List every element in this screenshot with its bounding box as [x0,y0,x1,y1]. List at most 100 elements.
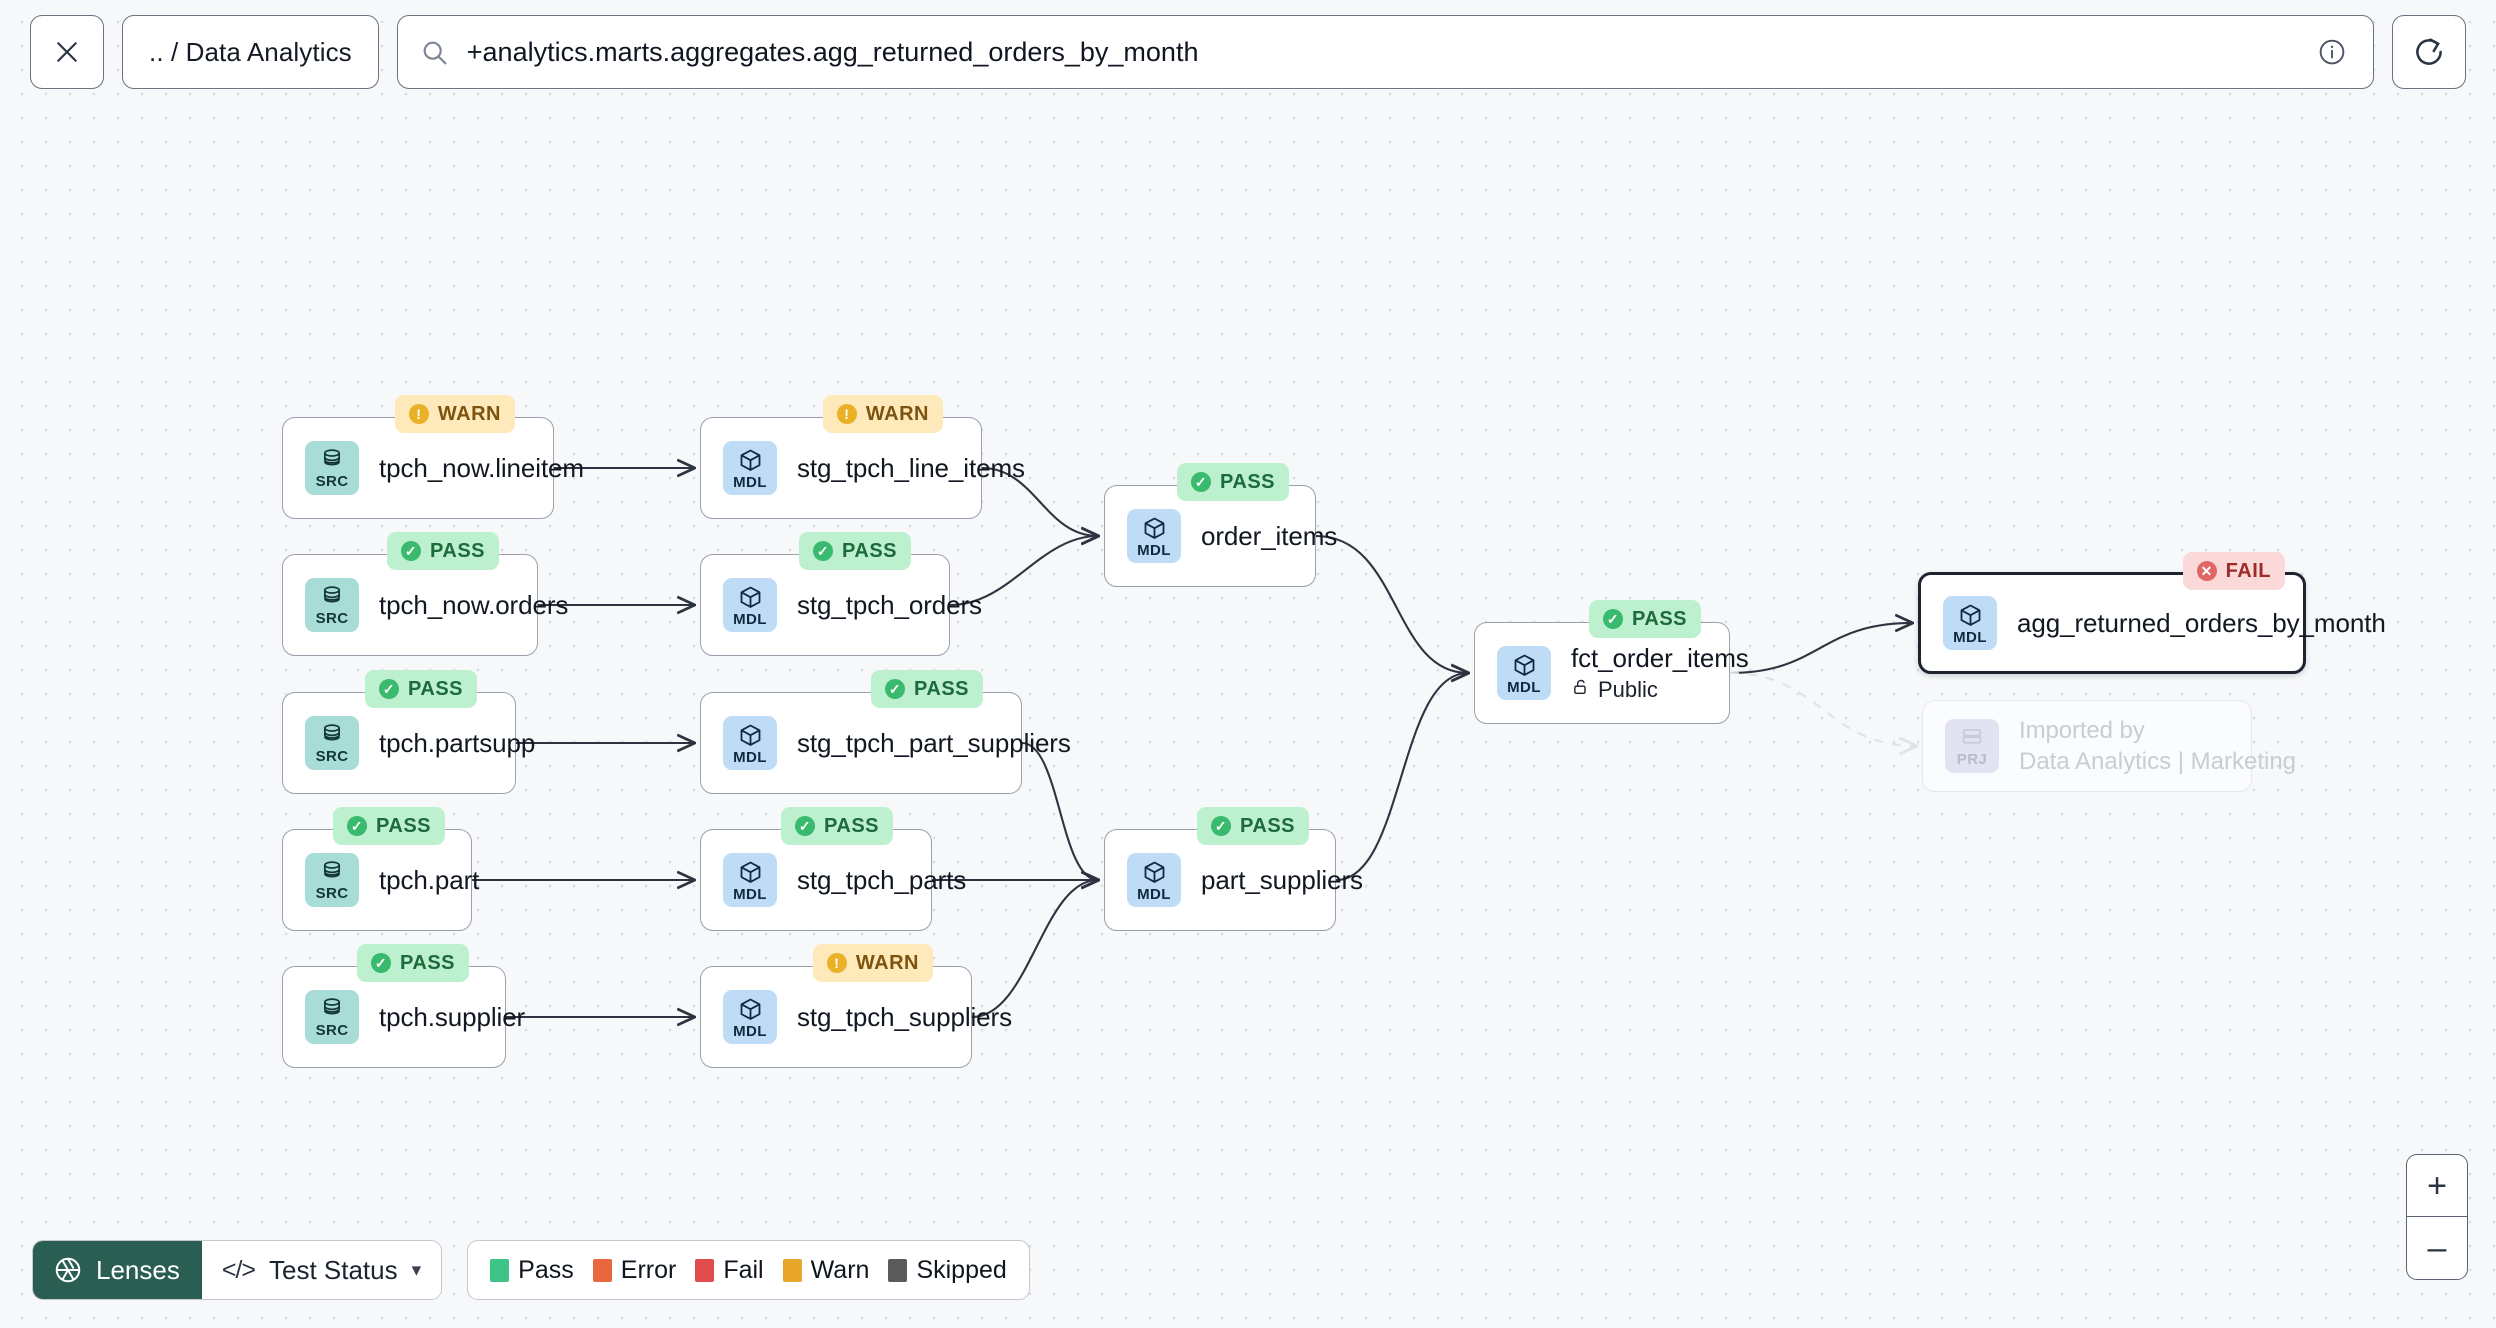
prj-type-icon: PRJ [1945,719,1999,773]
status-badge-label: WARN [855,951,919,974]
status-dot-icon: ✓ [813,541,834,561]
node-title: tpch.part [379,864,480,895]
node-type-label: SRC [315,885,349,902]
node-subtitle: Public [1571,677,1729,703]
status-dot-icon: ✓ [347,816,368,836]
node-text-group: tpch.supplier [379,1001,526,1033]
status-dot-icon: ! [408,404,429,424]
zoom-in-label: + [2427,1166,2447,1205]
node-title: stg_tpch_part_suppliers [797,727,1071,758]
mdl-type-icon: MDL [723,441,777,495]
search-icon [423,41,447,64]
status-badge-label: PASS [1240,814,1295,837]
close-icon [57,42,77,62]
status-badge-label: WARN [865,402,929,425]
search-bar[interactable]: +analytics.marts.aggregates.agg_returned… [396,15,2374,89]
legend-item-skipped[interactable]: Skipped [888,1255,1007,1285]
node-type-label: MDL [1137,885,1171,903]
node-text-group: agg_returned_orders_by_month [2017,607,2386,639]
node-title: stg_tpch_line_items [797,452,1025,483]
src-type-icon: SRC [305,853,359,907]
node-title: agg_returned_orders_by_month [2017,607,2386,638]
status-badge-label: PASS [842,539,897,562]
mdl-type-icon: MDL [1497,646,1551,700]
zoom-in-button[interactable]: + [2407,1155,2467,1217]
legend-label: Skipped [916,1255,1007,1284]
status-badge: ✓PASS [871,670,983,708]
node-type-label: MDL [1507,678,1541,696]
node-type-label: SRC [315,748,349,765]
lenses-button[interactable]: Lenses [33,1241,202,1299]
legend-swatch [695,1258,715,1282]
zoom-controls: + – [2406,1154,2468,1280]
test-status-dropdown[interactable]: </> Test Status ▾ [201,1241,442,1299]
code-icon: </> [221,1255,256,1284]
chevron-down-icon: ▾ [411,1259,422,1281]
status-badge: ✕FAIL [2182,552,2285,590]
status-badge: ✓PASS [1177,463,1289,501]
status-badge-label: PASS [1632,607,1687,630]
unlock-icon [1571,677,1591,703]
zoom-out-button[interactable]: – [2407,1217,2467,1279]
status-badge-label: PASS [376,814,431,837]
legend-item-warn[interactable]: Warn [782,1256,869,1285]
legend-item-error[interactable]: Error [592,1256,676,1285]
graph-node-order_items[interactable]: MDL order_items ✓PASS [1104,463,1338,587]
refresh-button[interactable] [2392,15,2466,89]
node-text-group: tpch_now.lineitem [379,453,584,484]
legend-swatch [592,1258,612,1282]
search-input[interactable]: +analytics.marts.aggregates.agg_returned… [466,36,1199,67]
node-type-label: MDL [733,473,767,491]
src-type-icon: SRC [305,441,359,495]
mdl-type-icon: MDL [723,716,777,770]
node-text-group: tpch.part [379,864,480,896]
node-title: fct_order_items [1571,643,1749,673]
graph-node-stg_tpch_orders[interactable]: MDL stg_tpch_orders ✓ PASS [700,532,982,656]
graph-node-tpch_part[interactable]: SRC tpch.part ✓ PASS [282,807,480,931]
status-badge: ✓PASS [781,807,893,845]
status-badge: ! WARN [812,944,933,982]
legend-item-fail[interactable]: Fail [695,1256,764,1285]
node-title: stg_tpch_orders [797,589,982,620]
status-badge-label: PASS [408,677,463,700]
mdl-type-icon: MDL [1127,853,1181,907]
node-type-label: SRC [315,610,349,627]
status-badge: ✓PASS [1589,600,1701,638]
src-type-icon: SRC [305,716,359,770]
status-badge: ✓PASS [1197,807,1309,845]
close-button[interactable] [30,15,104,89]
info-icon[interactable] [2317,37,2347,67]
test-status-label: Test Status [269,1254,398,1285]
node-type-label: MDL [1137,541,1171,559]
status-dot-icon: ! [826,953,847,973]
status-dot-icon: ✓ [371,953,392,973]
node-type-label: MDL [733,610,767,628]
node-title: tpch.supplier [379,1001,526,1032]
legend-swatch [888,1258,908,1282]
status-dot-icon: ✓ [885,679,906,699]
node-title: order_items [1201,520,1338,551]
node-text-group: stg_tpch_orders [797,589,982,621]
legend-swatch [782,1258,802,1282]
lenses-label: Lenses [96,1254,180,1285]
status-badge-label: FAIL [2225,559,2271,582]
graph-node-stg_tpch_part_suppliers[interactable]: MDL stg_tpch_part_suppliers ✓PASS [700,670,1071,794]
status-badge-label: PASS [1220,470,1275,493]
legend-item-pass[interactable]: Pass [490,1256,574,1285]
breadcrumb[interactable]: .. / Data Analytics [122,15,379,89]
node-subtitle-label: Data Analytics | Marketing [2019,747,2297,775]
